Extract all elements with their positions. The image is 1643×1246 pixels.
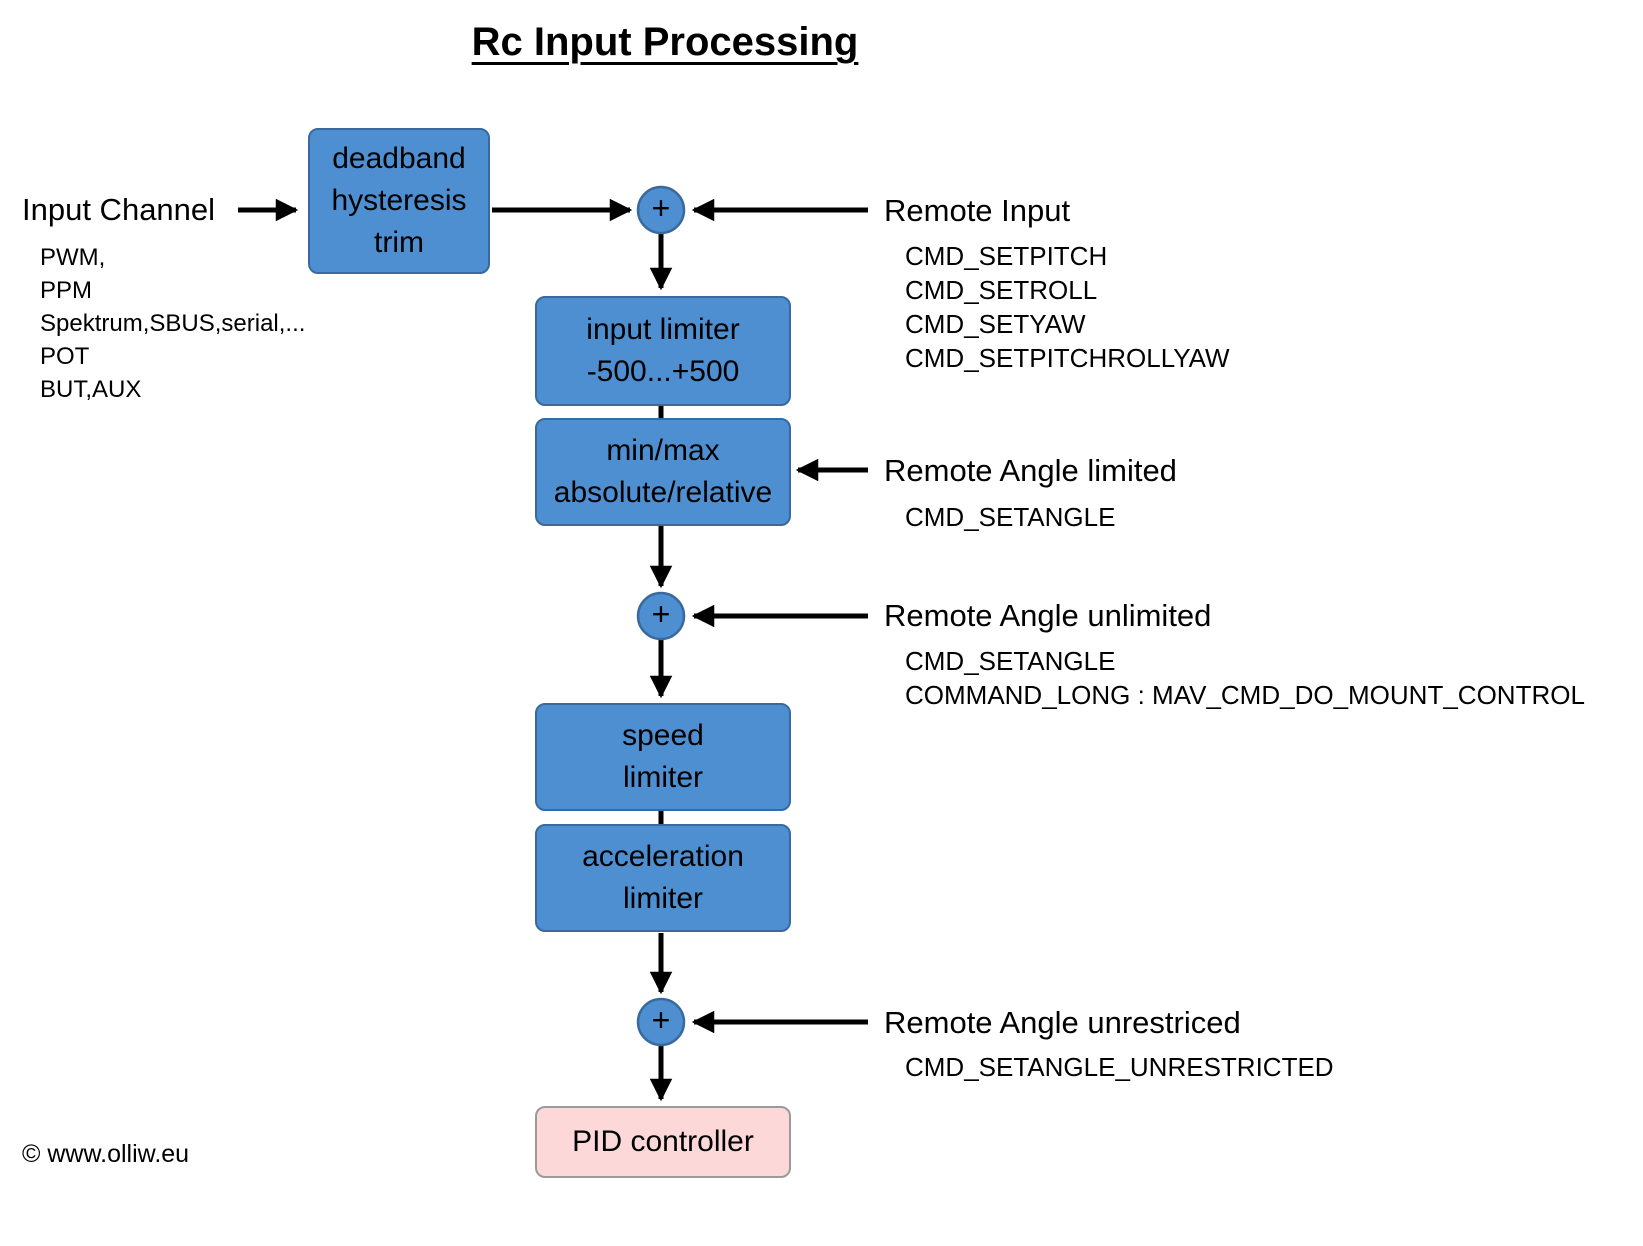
node-label-line: limiter [623, 761, 703, 794]
remote-angle-limited-command-list: CMD_SETANGLE [905, 500, 1115, 534]
node-label-line: deadband [332, 142, 466, 175]
label-remote-angle-unrestricted: Remote Angle unrestriced [884, 1005, 1241, 1040]
list-item: PWM, [40, 244, 106, 271]
list-item: CMD_SETPITCH [905, 241, 1108, 271]
list-item: Spektrum,SBUS,serial,... [40, 310, 306, 337]
remote-angle-unlimited-command-list: CMD_SETANGLE COMMAND_LONG : MAV_CMD_DO_M… [905, 644, 1585, 712]
label-remote-angle-limited: Remote Angle limited [884, 453, 1177, 488]
sum-junction-2 [636, 591, 686, 641]
node-label-line: -500...+500 [586, 355, 740, 388]
list-item: CMD_SETANGLE [905, 646, 1116, 676]
sum-junction-1 [636, 185, 686, 235]
list-item: POT [40, 343, 90, 370]
label-input-channel: Input Channel [22, 192, 216, 227]
plus-icon: + [651, 190, 671, 227]
list-item: CMD_SETYAW [905, 309, 1086, 339]
remote-angle-unrestricted-command-list: CMD_SETANGLE_UNRESTRICTED [905, 1050, 1334, 1084]
list-item: CMD_SETROLL [905, 275, 1098, 305]
node-acceleration-limiter: acceleration limiter [535, 824, 791, 932]
plus-icon: + [651, 596, 671, 633]
node-label-line: limiter [623, 882, 703, 915]
sum-junction-3 [636, 997, 686, 1047]
list-item: CMD_SETANGLE_UNRESTRICTED [905, 1052, 1334, 1082]
node-deadband-hysteresis-trim: deadband hysteresis trim [308, 128, 490, 274]
node-pid-controller: PID controller [535, 1106, 791, 1178]
node-label-line: input limiter [586, 313, 740, 346]
node-label-line: min/max [606, 434, 720, 467]
node-label-line: PID controller [572, 1125, 754, 1158]
list-item: COMMAND_LONG : MAV_CMD_DO_MOUNT_CONTROL [905, 680, 1585, 710]
node-speed-limiter: speed limiter [535, 703, 791, 811]
node-input-limiter: input limiter -500...+500 [535, 296, 791, 406]
label-remote-input: Remote Input [884, 193, 1071, 228]
list-item: BUT,AUX [40, 376, 142, 403]
list-item: CMD_SETPITCHROLLYAW [905, 343, 1230, 373]
node-label-line: absolute/relative [553, 476, 773, 509]
remote-input-command-list: CMD_SETPITCH CMD_SETROLL CMD_SETYAW CMD_… [905, 239, 1230, 375]
page-title: Rc Input Processing [471, 20, 859, 64]
list-item: PPM [40, 277, 93, 304]
node-label-line: acceleration [582, 840, 744, 873]
node-label-line: trim [374, 226, 424, 259]
node-label-line: hysteresis [331, 184, 467, 217]
node-label-line: speed [622, 719, 704, 752]
label-remote-angle-unlimited: Remote Angle unlimited [884, 598, 1212, 633]
node-minmax-absolute-relative: min/max absolute/relative [535, 418, 791, 526]
footer-credit: © www.olliw.eu [22, 1140, 190, 1168]
list-item: CMD_SETANGLE [905, 502, 1116, 532]
plus-icon: + [651, 1002, 671, 1039]
input-channel-list: PWM, PPM Spektrum,SBUS,serial,... POT BU… [40, 241, 305, 406]
